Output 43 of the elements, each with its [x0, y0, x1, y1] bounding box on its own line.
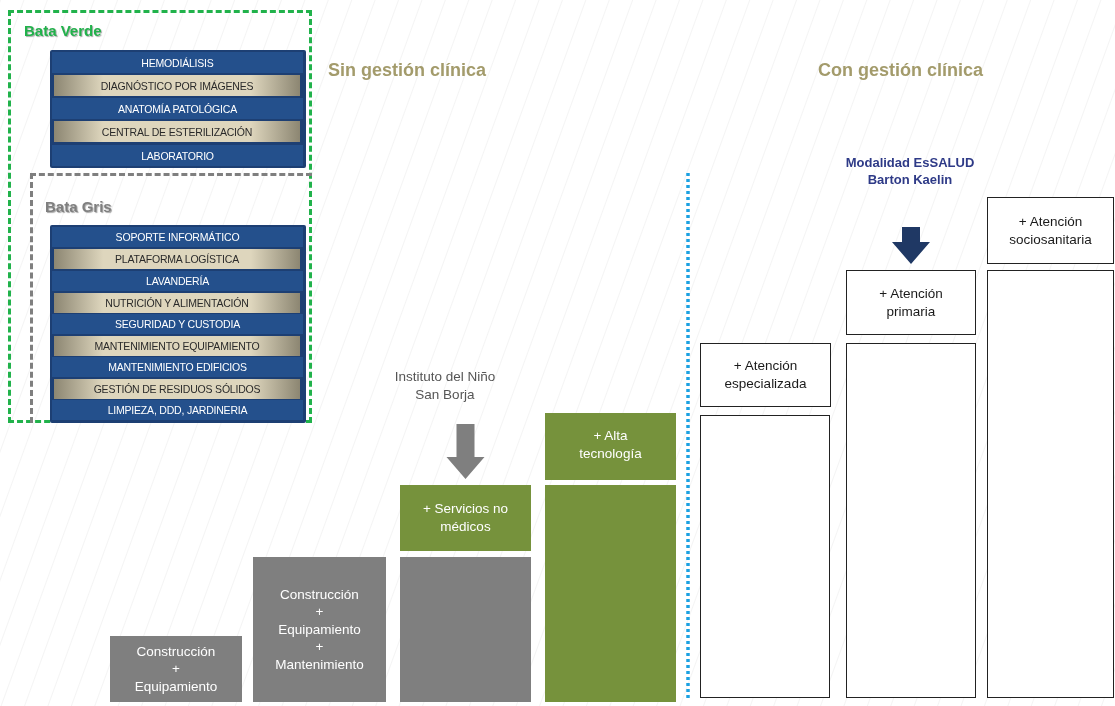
annotation-text: Modalidad EsSALUD Barton Kaelin — [830, 155, 990, 213]
service-bar: SEGURIDAD Y CUSTODIA — [52, 314, 303, 334]
service-bar: NUTRICIÓN Y ALIMENTACIÓN — [54, 293, 300, 313]
block-arrow — [446, 424, 485, 479]
tier-label: Construcción + Equipamiento — [134, 642, 218, 696]
empty-tier-box — [846, 343, 976, 698]
service-bar: SOPORTE INFORMÁTICO — [52, 227, 303, 247]
empty-tier-box — [545, 485, 676, 702]
service-bar: DIAGNÓSTICO POR IMÁGENES — [54, 75, 300, 96]
section-heading: Con gestión clínica — [818, 60, 984, 81]
tier-label: + Atención primaria — [878, 284, 944, 321]
empty-tier-box — [400, 557, 531, 702]
empty-tier-box — [987, 270, 1114, 698]
tier-box — [846, 270, 976, 335]
tier-label: + Atención especializada — [723, 357, 808, 393]
dashed-group-frame — [30, 173, 312, 423]
tier-box — [545, 413, 676, 480]
dashed-group-frame — [8, 10, 312, 423]
tier-label: + Servicios no médicos — [421, 500, 510, 536]
tier-box — [253, 557, 386, 702]
tier-label: + Alta tecnología — [578, 427, 643, 463]
tier-box — [700, 343, 831, 407]
service-bar: GESTIÓN DE RESIDUOS SÓLIDOS — [54, 379, 300, 399]
service-bar: PLATAFORMA LOGÍSTICA — [54, 249, 300, 269]
service-bar: MANTENIMIENTO EDIFICIOS — [52, 357, 303, 377]
tier-box — [110, 636, 242, 702]
tier-label: Construcción + Equipamiento + Mantenimiento — [275, 585, 364, 674]
tier-box — [987, 197, 1114, 264]
section-heading: Sin gestión clínica — [328, 60, 487, 81]
service-bar: HEMODIÁLISIS — [52, 52, 303, 73]
service-bar: LIMPIEZA, DDD, JARDINERIA — [52, 400, 303, 420]
service-bar: CENTRAL DE ESTERILIZACIÓN — [54, 121, 300, 142]
group-title: Bata Gris — [45, 198, 112, 215]
block-arrow — [892, 227, 930, 264]
service-bar: MANTENIMIENTO EQUIPAMIENTO — [54, 336, 300, 356]
service-bar: LAVANDERÍA — [52, 271, 303, 291]
service-bar: ANATOMÍA PATOLÓGICA — [52, 98, 303, 119]
group-title: Bata Verde — [24, 22, 102, 39]
tier-label: + Atención sociosanitaria — [1008, 212, 1093, 249]
annotation-text: Instituto del Niño San Borja — [380, 368, 510, 410]
service-bar: LABORATORIO — [52, 145, 303, 166]
tier-box — [400, 485, 531, 551]
empty-tier-box — [700, 415, 830, 698]
